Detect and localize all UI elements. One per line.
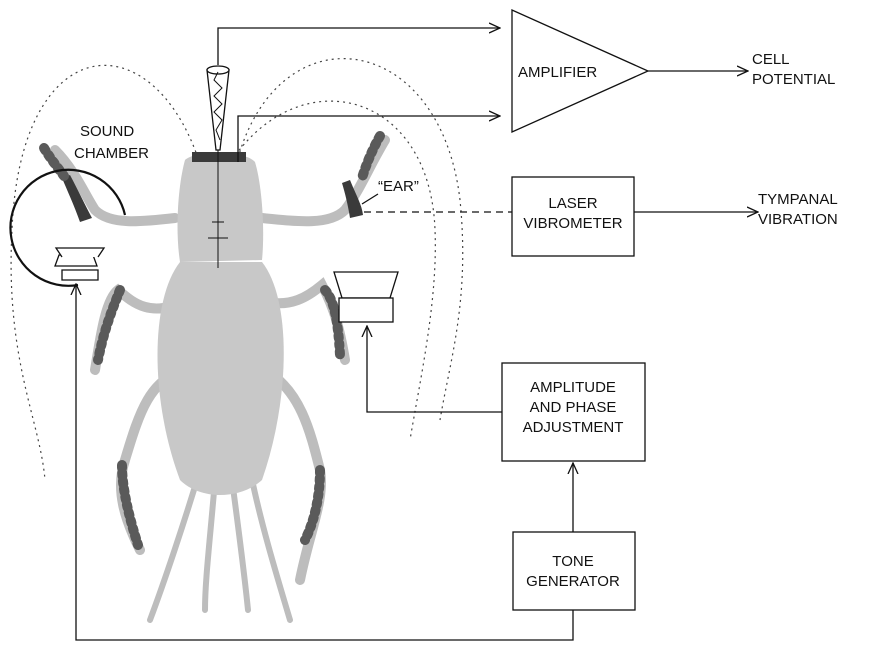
sound-chamber-label-2: CHAMBER <box>74 145 149 162</box>
wire-tone-to-chamber <box>76 284 573 640</box>
tympanal-vibration-label-2: VIBRATION <box>758 211 838 228</box>
cricket-illustration <box>44 136 385 620</box>
external-speaker-icon <box>334 272 398 322</box>
tone-label-2: GENERATOR <box>526 573 620 590</box>
ear-label: “EAR” <box>378 178 419 195</box>
amp-phase-label-1: AMPLITUDE <box>530 379 616 396</box>
ear-pointer <box>362 194 378 204</box>
tone-generator-block <box>513 532 635 610</box>
sound-chamber-label-1: SOUND <box>80 123 134 140</box>
tympanal-vibration-label-1: TYMPANAL <box>758 191 838 208</box>
laser-label-2: VIBROMETER <box>523 215 622 232</box>
amp-phase-label-2: AND PHASE <box>530 399 617 416</box>
wire-adjustment-to-speaker <box>367 326 502 412</box>
wire-electrode-to-amplifier <box>218 28 500 65</box>
laser-label-1: LASER <box>548 195 597 212</box>
amp-phase-label-3: ADJUSTMENT <box>523 419 624 436</box>
cell-potential-label-1: CELL <box>752 51 790 68</box>
amplifier-label: AMPLIFIER <box>518 64 597 81</box>
cell-potential-label-2: POTENTIAL <box>752 71 835 88</box>
tone-label-1: TONE <box>552 553 593 570</box>
